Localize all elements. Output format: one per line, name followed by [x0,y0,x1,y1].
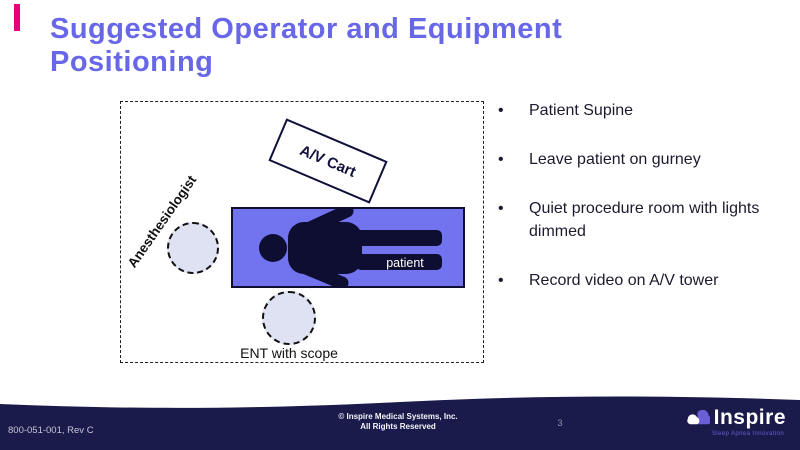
av-cart-box: A/V Cart [268,118,388,204]
ent-position-circle [262,291,316,345]
bullet-item: Quiet procedure room with lights dimmed [496,197,776,243]
patient-label: patient [386,256,424,270]
inspire-logo: Inspire Sleep Apnea Innovation [686,406,786,437]
cloud-icon [687,409,710,424]
copyright-line1: © Inspire Medical Systems, Inc. [338,412,458,421]
copyright-line2: All Rights Reserved [360,421,436,431]
pink-accent-bar [14,4,20,31]
anesthesiologist-position-circle [167,222,219,274]
logo-tagline: Sleep Apnea Innovation [711,431,785,437]
bullet-list: Patient Supine Leave patient on gurney Q… [496,99,776,318]
patient-silhouette [259,204,442,290]
slide-title: Suggested Operator and Equipment Positio… [50,13,563,78]
page-number: 3 [557,418,563,429]
positioning-diagram: A/V Cart Anesthesiologist patient ENT wi… [120,101,484,363]
footer-bar: 800-051-001, Rev C © Inspire Medical Sys… [0,394,800,450]
bullet-item: Patient Supine [496,99,776,122]
footer-wave-shape [0,396,800,450]
logo-wordmark: Inspire [713,406,786,429]
document-number: 800-051-001, Rev C [8,425,94,436]
ent-with-scope-label: ENT with scope [240,345,338,361]
gurney: patient [231,204,465,290]
av-cart-label: A/V Cart [297,141,359,181]
bullet-item: Leave patient on gurney [496,148,776,171]
copyright-text: © Inspire Medical Systems, Inc. All Righ… [298,412,498,431]
bullet-item: Record video on A/V tower [496,269,776,292]
